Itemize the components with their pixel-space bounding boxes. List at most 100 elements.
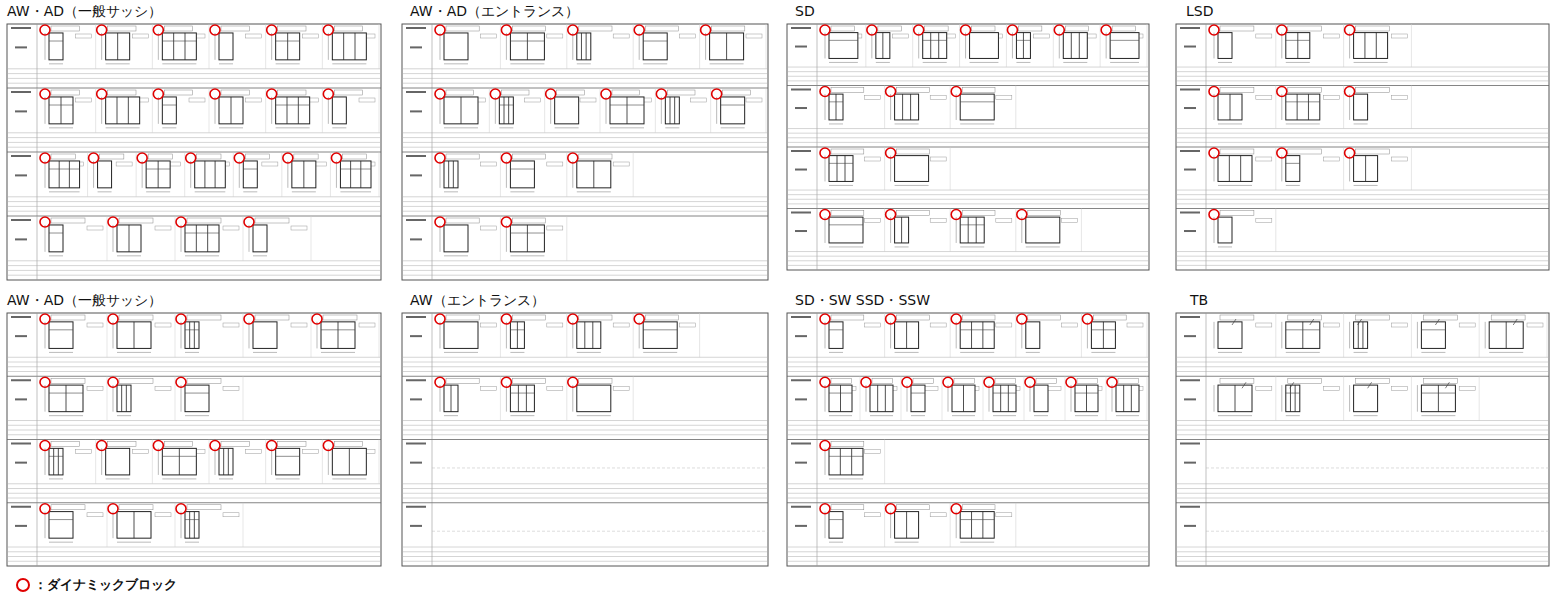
row-label-mark: [795, 462, 807, 464]
mullion: [837, 156, 838, 182]
transom: [1421, 393, 1455, 394]
door-sketch: [276, 97, 310, 124]
spec-line: [7, 430, 381, 431]
dimension-line: [876, 62, 890, 63]
dimension-line: [1218, 415, 1252, 416]
drawing-sheet: [787, 24, 1149, 270]
spec-line: [402, 78, 768, 79]
dimension-line: [829, 62, 858, 63]
panel-title: TB: [1190, 292, 1208, 309]
cell-tag: [116, 162, 132, 166]
door-sketch: [162, 448, 196, 475]
spec-line: [1176, 67, 1549, 68]
dimension-line: [162, 127, 176, 128]
dimension-line: [1421, 415, 1455, 416]
mullion: [518, 385, 519, 412]
spec-line: [787, 199, 1149, 200]
cell-tag: [480, 34, 496, 38]
dimension-line: [158, 97, 159, 124]
dimension-line: [1110, 62, 1139, 63]
cell-tag: [547, 323, 563, 327]
dynamic-block-mark: [886, 148, 896, 158]
cell-tag: [930, 513, 946, 517]
transom: [510, 41, 544, 42]
drawing-panel: SD: [787, 24, 1149, 270]
mullion: [158, 161, 159, 188]
door-sketch: [895, 512, 919, 539]
transom: [1075, 393, 1098, 394]
door-sketch: [1286, 385, 1300, 412]
transom: [829, 163, 853, 164]
door-sketch: [321, 322, 355, 349]
dynamic-block-mark: [108, 217, 118, 227]
cell-header: [1288, 315, 1322, 320]
dynamic-block-mark: [323, 89, 333, 99]
mullion: [1229, 156, 1230, 182]
door-sketch: [444, 322, 478, 349]
transom: [185, 519, 199, 520]
cell-header: [913, 378, 934, 383]
cell-line: [1547, 313, 1548, 357]
spec-line: [7, 147, 381, 148]
cell-header: [1112, 26, 1135, 31]
dimension-line: [45, 322, 46, 349]
spec-line: [402, 196, 768, 197]
door-sketch: [49, 448, 63, 475]
spec-line: [787, 142, 1149, 143]
row-label-mark: [406, 506, 426, 508]
cell-header: [334, 26, 362, 31]
mullion: [287, 97, 288, 124]
spec-line: [7, 561, 381, 562]
cell-line: [1479, 376, 1480, 420]
spec-line: [402, 260, 768, 261]
spec-line: [787, 137, 1149, 138]
cell-header: [872, 378, 893, 383]
cell-tag: [580, 98, 596, 102]
dimension-line: [1016, 62, 1030, 63]
dimension-line: [952, 415, 975, 416]
dimension-line: [276, 63, 300, 64]
cell-tag: [76, 34, 92, 38]
mullion: [836, 94, 837, 120]
dimension-line: [45, 385, 46, 412]
cell-header: [962, 211, 995, 216]
door-sketch: [1034, 385, 1048, 412]
dimension-line: [444, 127, 478, 128]
dynamic-block-mark: [820, 148, 830, 158]
dimension-line: [181, 512, 182, 539]
cell-tag: [223, 323, 239, 327]
dimension-line: [219, 478, 233, 479]
door-sketch: [98, 161, 112, 188]
mullion: [350, 161, 351, 188]
drawing-sheet: [7, 24, 381, 280]
door-sketch: [960, 94, 994, 120]
mullion: [971, 322, 972, 349]
transom: [49, 41, 63, 42]
spec-line: [1176, 142, 1549, 143]
cell-tag: [480, 162, 496, 166]
cell-tag: [613, 162, 629, 166]
door-sketch: [829, 448, 863, 475]
cell-header: [1288, 149, 1322, 154]
dynamic-block-mark: [210, 25, 220, 35]
transom: [923, 40, 947, 41]
dimension-line: [1286, 352, 1320, 353]
mullion: [134, 322, 135, 349]
row-label-mark: [1180, 506, 1200, 508]
cell-tag: [1256, 323, 1272, 327]
dynamic-block-mark: [867, 25, 877, 35]
row-line: [787, 208, 1149, 209]
spec-line: [402, 83, 768, 84]
cell-line: [950, 147, 951, 190]
cell-header: [954, 378, 975, 383]
door-sketch: [960, 217, 984, 243]
sheet-frame: [787, 313, 1149, 566]
spec-line: [402, 68, 768, 69]
spec-line: [7, 488, 381, 489]
dynamic-block-mark: [244, 217, 254, 227]
cell-header: [119, 505, 153, 510]
dimension-line: [610, 127, 644, 128]
dimension-line: [1489, 352, 1523, 353]
dimension-line: [1214, 217, 1215, 243]
dimension-line: [185, 415, 209, 416]
